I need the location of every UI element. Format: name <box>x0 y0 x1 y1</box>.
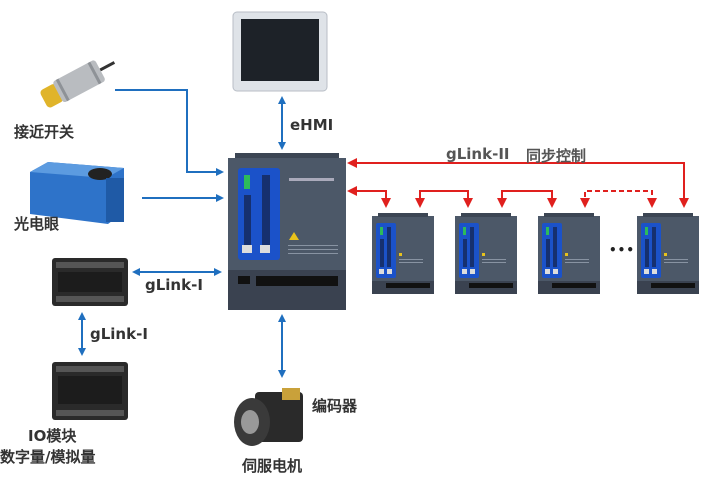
glink-ii-label: gLink-II <box>446 145 510 163</box>
io-module-type-label: 数字量/模拟量 <box>0 448 96 466</box>
proximity-switch-label: 接近开关 <box>14 123 75 141</box>
photo-eye-image <box>30 162 124 224</box>
glink-ii-link-0 <box>347 186 391 208</box>
servo-motor-image <box>234 388 303 446</box>
drive-1-image <box>372 213 434 294</box>
drive-2-image <box>455 213 517 294</box>
glink-i-horizontal-label: gLink-I <box>145 276 203 294</box>
ehmi-screen-image <box>232 11 328 92</box>
io-module-top-image <box>52 258 128 306</box>
ellipsis-more-drives: ••• <box>609 243 636 257</box>
glink-ii-link-1 <box>415 190 473 208</box>
proximity-switch-image <box>40 60 116 108</box>
io-module-label: IO模块 <box>28 427 77 445</box>
proximity-switch-arrow <box>115 89 224 176</box>
io-module-bottom-image <box>52 362 128 420</box>
servo-motor-label: 伺服电机 <box>242 457 303 475</box>
drive-n-image <box>637 213 699 294</box>
drive-3-image <box>538 213 600 294</box>
main-drive-image <box>228 153 346 310</box>
photo-eye-label: 光电眼 <box>14 215 60 233</box>
glink-ii-return-arrow <box>347 158 689 208</box>
glink-i-vertical-label: gLink-I <box>90 325 148 343</box>
encoder-label: 编码器 <box>312 397 358 415</box>
ehmi-label: eHMI <box>290 116 334 134</box>
glink-ii-link-2 <box>497 190 557 208</box>
sync-control-label: 同步控制 <box>526 147 587 165</box>
glink-ii-link-dashed <box>580 190 657 208</box>
